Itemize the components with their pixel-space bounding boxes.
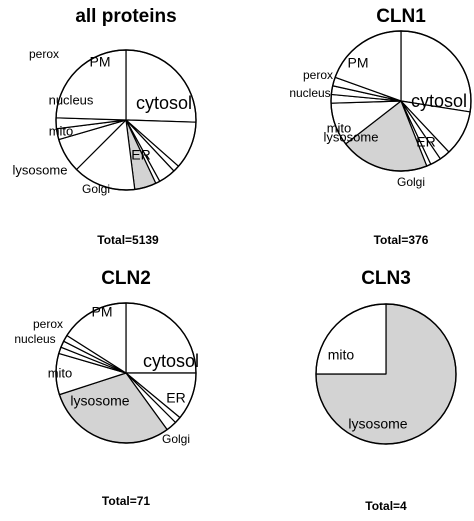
slice-label-perox: perox [33, 317, 63, 331]
slice-label-nucleus: nucleus [49, 92, 94, 107]
slice-label-perox: perox [303, 68, 333, 82]
chart-title: CLN1 [376, 6, 426, 27]
slice-label-pm: PM [348, 55, 369, 71]
slice-label-golgi: Golgi [397, 175, 425, 189]
chart-title: CLN3 [361, 268, 411, 289]
pie-outline [330, 30, 472, 172]
chart-total: Total=5139 [97, 233, 159, 247]
slice-label-lysosome: lysosome [348, 416, 407, 432]
slice-label-mito: mito [49, 123, 74, 138]
slice-label-nucleus: nucleus [14, 332, 55, 346]
slice-label-er: ER [166, 390, 185, 406]
slice-label-er: ER [416, 134, 435, 150]
pie-outline [315, 303, 457, 445]
slice-label-pm: PM [92, 304, 113, 320]
slice-label-golgi: Golgi [82, 182, 110, 196]
chart-title: CLN2 [101, 268, 151, 289]
slice-label-lysosome: lysosome [324, 129, 379, 144]
slice-label-lysosome: lysosome [70, 393, 129, 409]
slice-label-golgi: Golgi [162, 432, 190, 446]
chart-total: Total=71 [102, 494, 150, 508]
chart-total: Total=4 [365, 499, 407, 513]
slice-label-nucleus: nucleus [289, 86, 330, 100]
slice-label-perox: perox [29, 47, 59, 61]
pie-outline [55, 302, 197, 444]
slice-label-pm: PM [90, 54, 111, 70]
slice-label-cytosol: cytosol [143, 351, 199, 371]
pie-outline [55, 49, 197, 191]
slice-label-er: ER [131, 147, 150, 163]
pie-slice-mito [315, 303, 387, 375]
slice-label-cytosol: cytosol [411, 91, 467, 111]
slice-label-mito: mito [48, 365, 73, 380]
chart-total: Total=376 [374, 233, 429, 247]
slice-label-mito: mito [327, 120, 352, 135]
chart-title: all proteins [75, 6, 176, 27]
slice-label-lysosome: lysosome [13, 162, 68, 177]
slice-label-mito: mito [328, 347, 355, 363]
slice-label-cytosol: cytosol [136, 93, 192, 113]
